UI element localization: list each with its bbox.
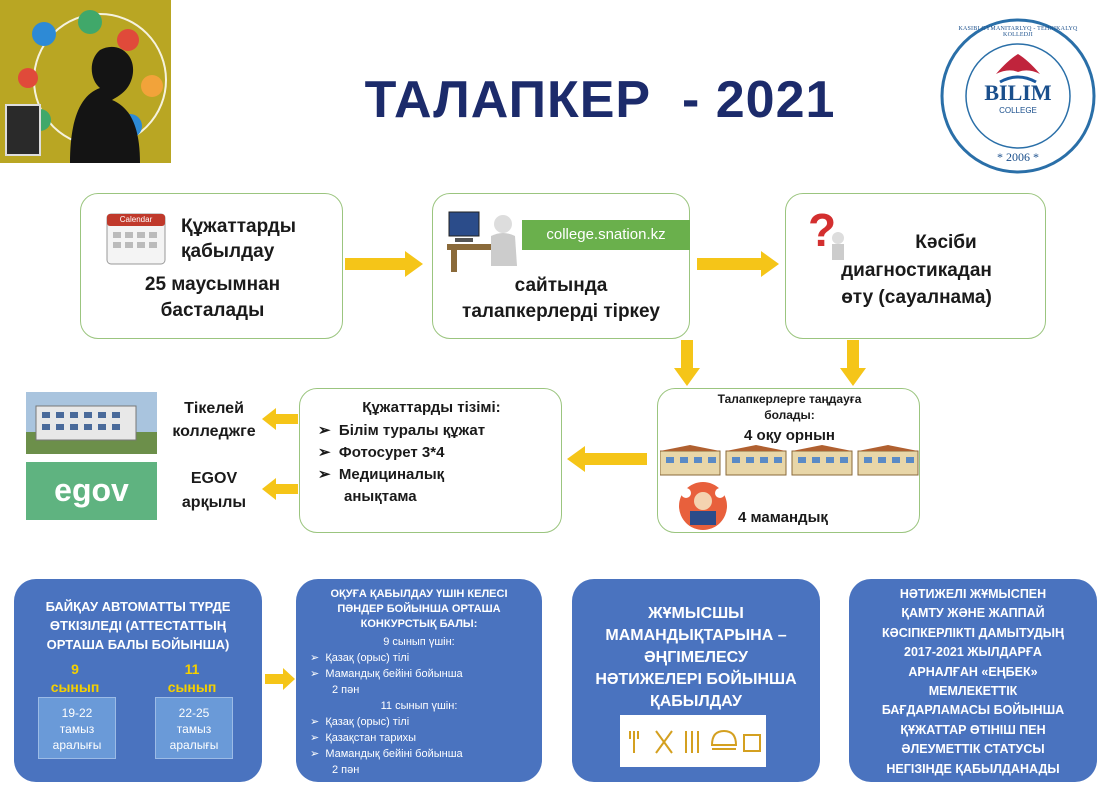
document-list: ➢ Білім туралы құжат ➢ Фотосурет 3*4 ➢ М…: [318, 420, 558, 508]
direct-line1: Тікелей: [184, 400, 244, 417]
fork-icon: [629, 731, 639, 753]
diagnostics-line2: диагностикадан: [841, 260, 992, 281]
arrow-down-2: [840, 340, 866, 386]
arrow-left-direct: [262, 408, 298, 430]
diagnostics-line3: өту (сауалнама): [841, 287, 992, 308]
enbek-text: НӘТИЖЕЛІ ЖҰМЫСПЕН ҚАМТУ ЖӘНЕ ЖАППАЙ КӘСІ…: [881, 587, 1065, 776]
diagnostics-line1: Кәсіби: [915, 232, 977, 253]
choose-line2: болады:: [764, 408, 815, 422]
specialties-count: 4 мамандық: [738, 509, 828, 526]
auto-competition-box: БАЙҚАУ АВТОМАТТЫ ТҮРДЕ ӨТКІЗІЛЕДІ (АТТЕС…: [14, 579, 262, 782]
arrow-down-1: [674, 340, 700, 386]
document-list-title: Құжаттарды тізімі:: [362, 399, 501, 416]
egov-logo-text: egov: [54, 472, 129, 508]
subjects-title: ОҚУҒА ҚАБЫЛДАУ ҮШІН КЕЛЕСІ ПӘНДЕР БОЙЫНШ…: [330, 588, 508, 630]
interview-box: ЖҰМЫСШЫ МАМАНДЫҚТАРЫНА – ӘҢГІМЕЛЕСУ НӘТИ…: [572, 579, 820, 782]
grade11-label: сынып: [167, 679, 217, 695]
question-mark-icon: ?: [804, 204, 854, 264]
logo-name: BILIM: [984, 80, 1052, 105]
calendar-icon: Calendar: [103, 208, 169, 268]
diagnostics-box: ? Кәсіби диагностикадан өту (сауалнама): [785, 193, 1046, 339]
utensils-icon: [685, 731, 699, 753]
check-arrow-icon: ➢: [318, 444, 331, 461]
documents-line4: басталады: [160, 300, 265, 321]
tools-icon: [655, 730, 673, 754]
check-arrow-icon: ➢: [318, 422, 331, 439]
choose-box: Талапкерлерге таңдауға болады: 4 оқу орн…: [657, 388, 920, 533]
logo-ring-text: KASIBI GYMANITARLYQ - TEHNIKALYQ KOLLEDJ…: [958, 26, 1078, 38]
computer-user-icon: [447, 206, 525, 276]
arrow-right-1: [345, 251, 423, 277]
egov-logo: egov: [26, 462, 157, 520]
trade-tools-icons: [620, 715, 766, 767]
check-arrow-icon: ➢: [318, 466, 331, 483]
grade11-subjects: ➢ Қазақ (орыс) тілі ➢ Қазақстан тарихы ➢…: [310, 716, 463, 776]
school-buildings: [659, 445, 920, 477]
arrow-left-egov: [262, 478, 298, 500]
grade9-dates: 19-22 тамыз аралығы: [38, 697, 116, 759]
logo-year: * 2006 *: [997, 150, 1039, 164]
chef-hat-icon: [710, 729, 738, 750]
documents-line1: Құжаттарды: [181, 216, 297, 237]
grade11-dates: 22-25 тамыз аралығы: [155, 697, 233, 759]
documents-line3: 25 маусымнан: [144, 274, 281, 295]
sewing-machine-icon: [743, 734, 761, 752]
school-building-icon: [659, 445, 721, 476]
arrow-right-bottom: [265, 668, 295, 690]
svg-text:?: ?: [808, 204, 836, 256]
places-count: 4 оқу орнын: [744, 427, 835, 444]
grade11-heading: 11 сынып үшін:: [380, 700, 458, 712]
grade11-number: 11: [184, 661, 200, 677]
grade9-subjects: ➢ Қазақ (орыс) тілі ➢ Мамандық бейіні бо…: [310, 652, 463, 696]
grade9-heading: 9 сынып үшін:: [383, 636, 455, 648]
document-item: ➢ Медициналық: [318, 466, 445, 483]
college-building-photo: [26, 392, 157, 454]
arrow-right-2: [697, 251, 779, 277]
document-list-box: Құжаттарды тізімі: ➢ Білім туралы құжат …: [299, 388, 562, 533]
document-item: ➢ Фотосурет 3*4: [318, 444, 445, 461]
auto-title: БАЙҚАУ АВТОМАТТЫ ТҮРДЕ ӨТКІЗІЛЕДІ (АТТЕС…: [45, 599, 231, 652]
document-item: ➢ Білім туралы құжат: [318, 422, 486, 439]
subjects-box: ОҚУҒА ҚАБЫЛДАУ ҮШІН КЕЛЕСІ ПӘНДЕР БОЙЫНШ…: [296, 579, 542, 782]
egov-line1: EGOV: [190, 470, 238, 487]
interview-text: ЖҰМЫСШЫ МАМАНДЫҚТАРЫНА – ӘҢГІМЕЛЕСУ НӘТИ…: [595, 605, 797, 710]
documents-start-box: Calendar Құжаттарды қабылдау 25 маусымна…: [80, 193, 343, 339]
student-illustration: [0, 0, 171, 163]
arrow-left-1: [567, 446, 647, 472]
page-title: ТАЛАПКЕР - 2021: [364, 71, 836, 129]
egov-line2: арқылы: [181, 494, 247, 511]
document-item: анықтама: [344, 488, 417, 505]
specialist-icon: [676, 481, 730, 531]
grade9-label: сынып: [50, 679, 100, 695]
register-line2: талапкерлерді тіркеу: [462, 301, 660, 322]
enbek-program-box: НӘТИЖЕЛІ ЖҰМЫСПЕН ҚАМТУ ЖӘНЕ ЖАППАЙ КӘСІ…: [849, 579, 1097, 782]
bilim-college-logo: BILIM COLLEGE * 2006 * KASIBI GYMANITARL…: [938, 16, 1098, 176]
calendar-label: Calendar: [119, 215, 153, 224]
documents-line2: қабылдау: [181, 241, 275, 262]
register-box: [432, 193, 690, 339]
direct-line2: колледжге: [172, 423, 256, 440]
register-line1: сайтында: [514, 275, 608, 296]
college-url-link[interactable]: college.snation.kz: [522, 220, 690, 250]
choose-line1: Талапкерлерге таңдауға: [717, 392, 862, 406]
logo-sub: COLLEGE: [999, 106, 1037, 115]
grade9-number: 9: [71, 661, 79, 677]
